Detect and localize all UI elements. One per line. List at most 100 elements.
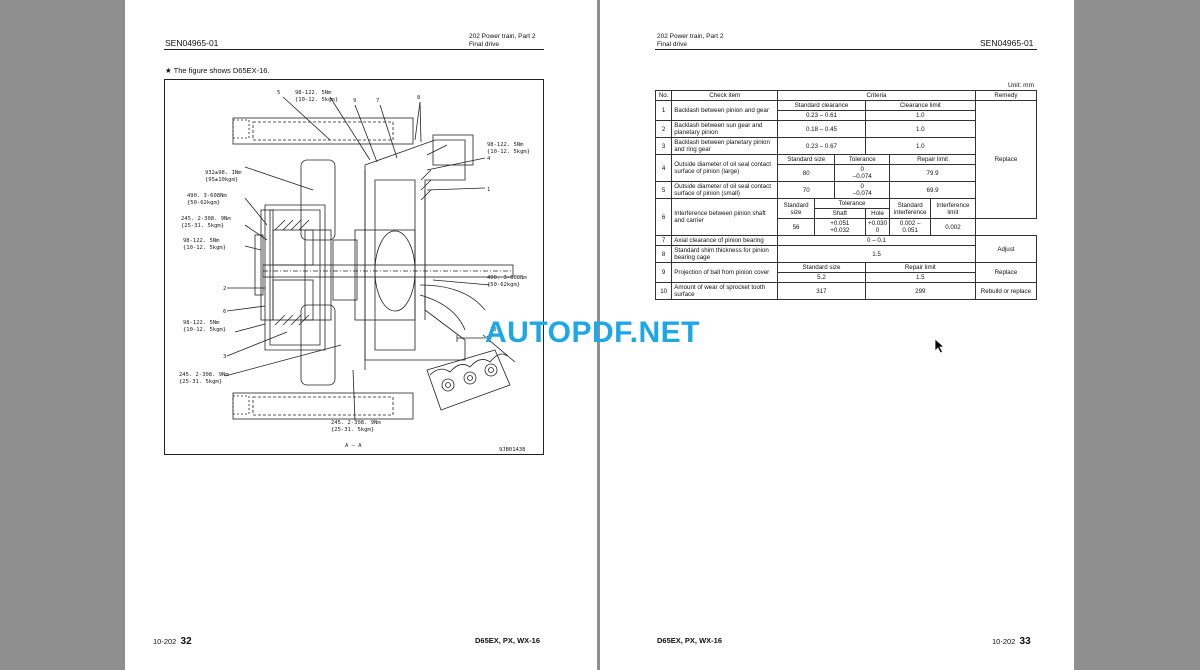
section-title: 202 Power train, Part 2 Final drive <box>657 33 723 48</box>
torque-label-7: 490. 3-608Nm <box>487 275 527 281</box>
subheader-shaft: Shaft <box>813 208 866 219</box>
callout-5: 5 <box>277 90 280 96</box>
value-cell: 0.23 – 0.61 <box>777 110 866 121</box>
footer-section: 10-202 <box>992 637 1016 646</box>
torque-label-3: 932±98. 1Nm <box>205 170 242 176</box>
callout-9: 9 <box>353 98 356 104</box>
value-cell: 5.2 <box>777 272 866 283</box>
header-rule <box>164 49 544 50</box>
torque-label-6b: {10-12. 5kgm} <box>183 245 226 251</box>
page-number: 33 <box>1019 636 1031 647</box>
final-drive-drawing: 5 98-122. 5Nm {10-12. 5kgm} 9 7 8 98-122… <box>179 90 530 453</box>
table-row: 7 Axial clearance of pinion bearing 0 – … <box>654 235 1038 263</box>
torque-label-4b: {50-62kgm} <box>187 200 220 206</box>
callout-6: 6 <box>223 309 226 315</box>
subheader-std-size: Standard size <box>777 198 815 219</box>
torque-label-10: 245. 2-308. 9Nm <box>331 420 381 426</box>
section-line-1: 202 Power train, Part 2 <box>657 33 724 40</box>
callout-7: 7 <box>376 98 379 104</box>
torque-label-4: 490. 3-608Nm <box>187 193 227 199</box>
torque-label-7b: {50-62kgm} <box>487 282 520 288</box>
tol-lower: +0.032 <box>830 227 850 234</box>
watermark-text: AUTOPDF.NET <box>485 316 700 349</box>
tol-lower: 0 <box>875 227 880 234</box>
callout-8: 8 <box>417 95 420 101</box>
section-line-2: Final drive <box>469 40 499 48</box>
table-row: 10 Amount of wear of sprocket tooth surf… <box>654 282 1038 300</box>
torque-label-10b: {25-31. 5kgm} <box>331 427 374 433</box>
value-cell: 0 – 0.1 <box>777 235 976 246</box>
check-item: Axial clearance of pinion bearing <box>671 235 779 246</box>
footer-model: D65EX, PX, WX-16 <box>475 636 541 645</box>
section-title: 202 Power train, Part 2 Final drive <box>469 33 535 48</box>
value-cell: 299 <box>864 282 976 300</box>
check-item: Backlash between pinion and gear <box>671 100 779 121</box>
value-cell: 0.18 – 0.45 <box>777 120 866 138</box>
value-cell: 0.002 – 0.051 <box>889 218 932 236</box>
value-cell: 79.9 <box>889 164 976 182</box>
page-number: 32 <box>180 636 192 647</box>
row-no: 7 <box>654 235 673 246</box>
section-line-2: Final drive <box>657 40 687 48</box>
subheader-std-interference: Standard interference <box>889 198 932 219</box>
tol-lower: –0.074 <box>852 190 872 197</box>
row-no: 1 <box>654 100 673 121</box>
tolerance-cell: 0–0.074 <box>834 164 891 182</box>
value-cell: 1.0 <box>864 120 976 138</box>
value-cell: 0.23 – 0.67 <box>777 137 866 155</box>
torque-label-8b: {10-12. 5kgm} <box>183 327 226 333</box>
header-no: No. <box>654 90 673 101</box>
value-cell: 56 <box>777 218 815 236</box>
shaft-tol-cell: +0.051+0.032 <box>813 218 866 236</box>
torque-label-5: 245. 2-308. 9Nm <box>181 216 231 222</box>
mouse-pointer-icon <box>934 338 946 354</box>
subheader-std-clearance: Standard clearance <box>777 100 866 111</box>
value-cell: 0.002 <box>930 218 976 236</box>
footer-model: D65EX, PX, WX-16 <box>657 636 723 645</box>
torque-label-2: 98-122. 5Nm <box>487 142 524 148</box>
check-item: Interference between pinion shaft and ca… <box>671 198 779 236</box>
check-item: Backlash between planetary pinion and ri… <box>671 137 779 155</box>
torque-label-9: 245. 2-308. 9Nm <box>179 372 229 378</box>
torque-label-8: 98-122. 5Nm <box>183 320 220 326</box>
header-check-item: Check item <box>671 90 779 101</box>
row-no: 9 <box>654 262 673 283</box>
subheader-tolerance: Tolerance <box>834 154 891 165</box>
criteria-table: No. Check item Criteria Remedy 1 Backlas… <box>654 90 1038 300</box>
table-row: 6 Interference between pinion shaft and … <box>654 198 1037 236</box>
check-item: Outside diameter of oil seal contact sur… <box>671 154 779 182</box>
torque-label-5b: {25-31. 5kgm} <box>181 223 224 229</box>
section-label: A – A <box>345 443 362 449</box>
subheader-repair-limit: Repair limit <box>864 262 976 273</box>
header-criteria: Criteria <box>777 90 976 101</box>
check-item: Amount of wear of sprocket tooth surface <box>671 282 779 300</box>
check-item: Projection of ball from pinion cover <box>671 262 779 283</box>
callout-4: 4 <box>487 156 491 162</box>
callout-1: 1 <box>487 187 490 193</box>
value-cell: 70 <box>777 181 836 199</box>
page-32: SEN04965-01 202 Power train, Part 2 Fina… <box>125 0 597 670</box>
tol-upper: +0.030 <box>867 220 888 227</box>
remedy-cell: Replace <box>974 262 1038 283</box>
table-row: 8 Standard shim thickness for pinion bea… <box>654 245 1037 263</box>
callout-2: 2 <box>223 286 226 292</box>
remedy-cell: Rebuild or replace <box>974 282 1038 300</box>
check-item: Backlash between sun gear and planetary … <box>671 120 779 138</box>
subheader-hole: Hole <box>864 208 891 219</box>
footer-page-ref: 10-202 33 <box>992 636 1031 647</box>
row-no: 5 <box>654 181 673 199</box>
header-rule <box>655 49 1037 50</box>
subheader-repair-limit: Repair limit <box>889 154 976 165</box>
figure-note: ★ The figure shows D65EX-16. <box>165 66 270 75</box>
remedy-cell: Adjust <box>974 235 1038 263</box>
footer-section: 10-202 <box>153 637 177 646</box>
torque-label-3b: {95±10kgm} <box>205 177 238 183</box>
tol-upper: 0 <box>860 166 864 173</box>
doc-code: SEN04965-01 <box>165 38 219 48</box>
value-cell: 1.5 <box>777 245 976 263</box>
subheader-clearance-limit: Clearance limit <box>864 100 976 111</box>
remedy-cell: Replace <box>974 100 1038 219</box>
header-remedy: Remedy <box>974 90 1038 101</box>
